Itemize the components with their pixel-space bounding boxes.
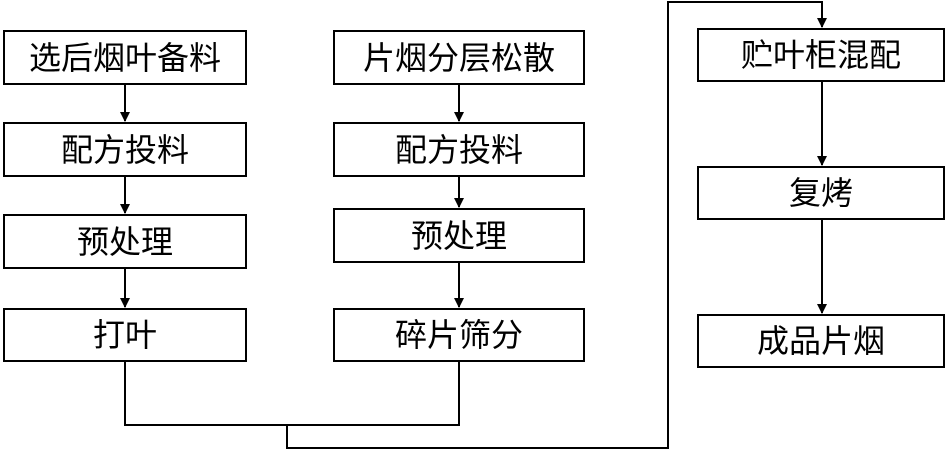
step-formula-feed-left: 配方投料 (3, 122, 247, 177)
step-finished-strips: 成品片烟 (697, 314, 945, 368)
merge-line-left (124, 362, 287, 426)
step-label: 配方投料 (394, 130, 523, 169)
step-storage-blending: 贮叶柜混配 (697, 28, 945, 82)
step-label: 复烤 (788, 174, 853, 212)
step-threshing: 打叶 (3, 308, 247, 362)
step-formula-feed-middle: 配方投料 (333, 122, 585, 177)
connector-to-right-column (286, 1, 827, 449)
step-fragment-screening: 碎片筛分 (333, 308, 585, 362)
step-label: 预处理 (76, 222, 173, 261)
step-label: 配方投料 (60, 130, 189, 169)
step-label: 预处理 (410, 216, 507, 255)
step-label: 贮叶柜混配 (740, 36, 901, 74)
step-label: 选后烟叶备料 (28, 38, 221, 77)
step-label: 打叶 (92, 316, 157, 354)
step-redrying: 复烤 (697, 166, 945, 220)
step-pretreat-middle: 预处理 (333, 208, 585, 263)
step-label: 成品片烟 (756, 322, 885, 360)
step-label: 碎片筛分 (394, 316, 523, 354)
step-pretreat-left: 预处理 (3, 214, 247, 269)
step-select-leaf-prep: 选后烟叶备料 (3, 30, 247, 85)
step-label: 片烟分层松散 (362, 38, 555, 77)
merge-line-middle (287, 362, 460, 426)
step-layer-loosen: 片烟分层松散 (333, 30, 585, 85)
